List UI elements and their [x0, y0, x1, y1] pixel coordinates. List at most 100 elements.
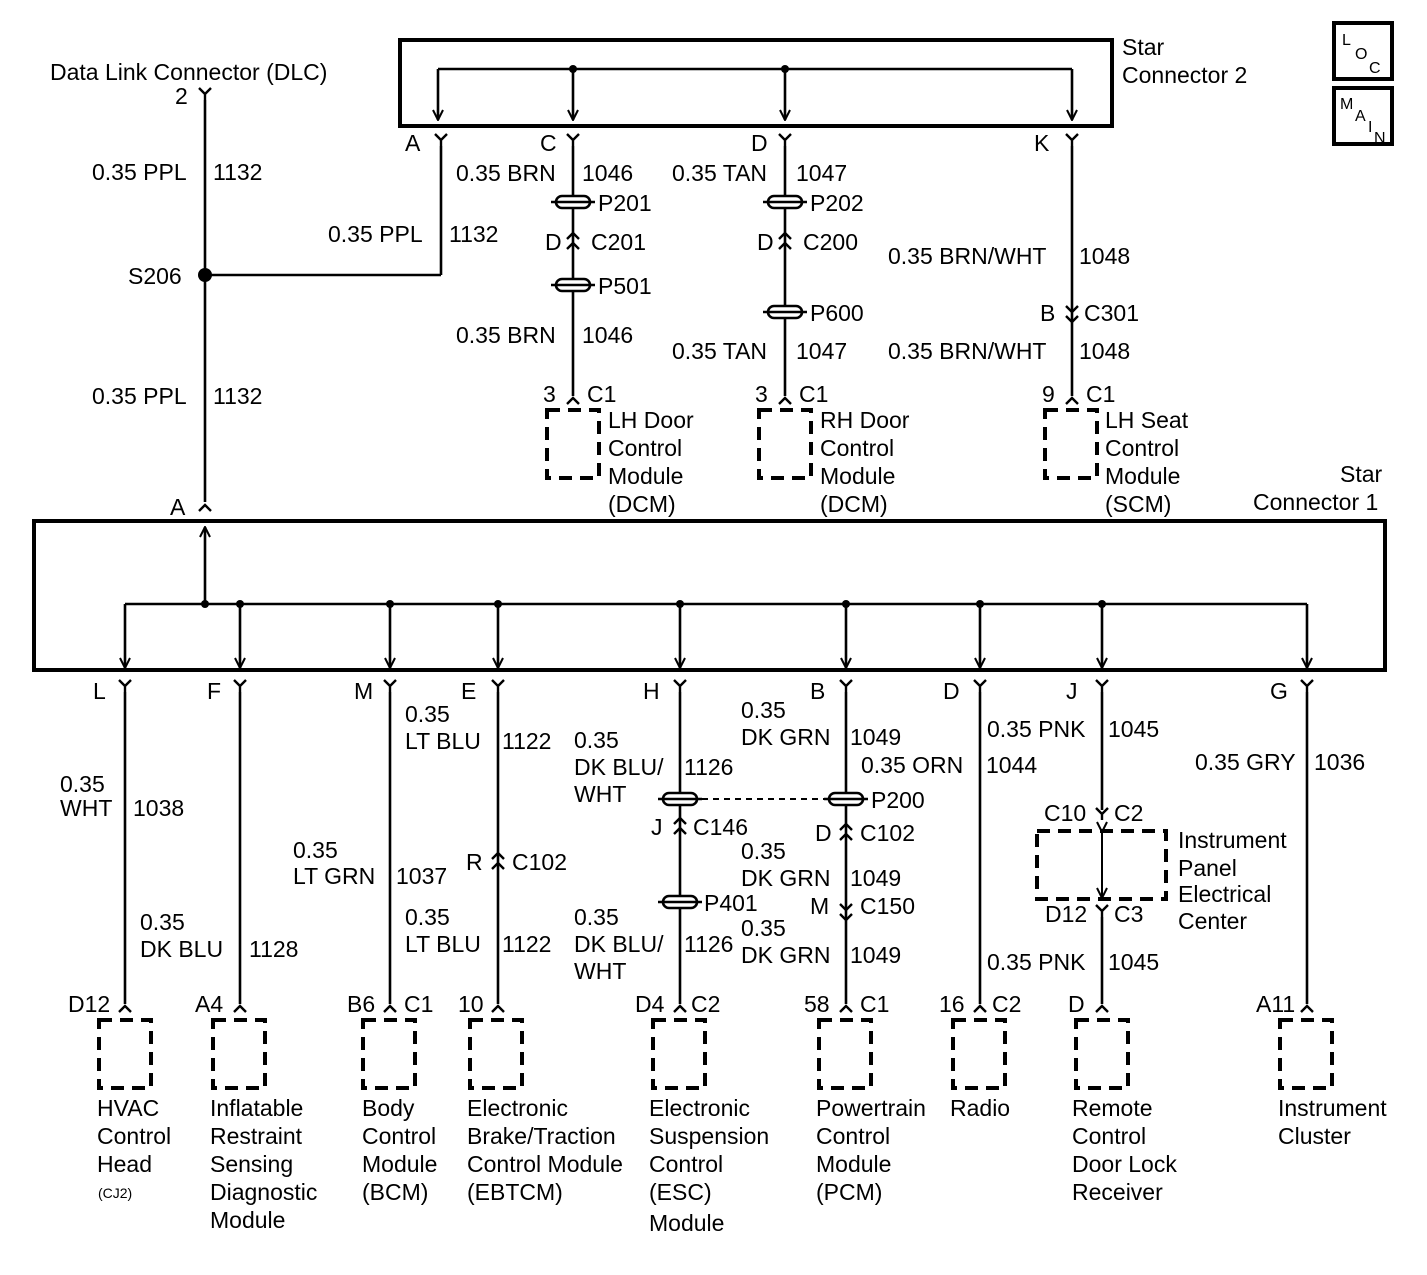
pin-a-circuit: 1132: [449, 221, 498, 247]
dlc-name: Data Link Connector (DLC): [50, 59, 327, 85]
pcm-conn: C1: [860, 991, 889, 1017]
m-wire-gauge: 0.35: [293, 837, 338, 863]
lh-seat-module-box: [1043, 408, 1099, 480]
ebtcm-line2: Brake/Traction: [467, 1123, 616, 1149]
p501-shield: [549, 277, 597, 293]
star1-pin-d-circuit: D 16 C2 Radio: [939, 678, 1021, 1121]
star1-pin-j-circuit: J 0.35 PNK 1045 C10 C2 Instrument Panel …: [987, 678, 1287, 1205]
lh-door-module-box: [545, 408, 601, 480]
star2-pin-d: D: [751, 130, 768, 156]
pcm-line4: (PCM): [816, 1179, 882, 1205]
b-wire2-gauge: 0.35: [741, 838, 786, 864]
rhdcm-pin: 3: [755, 381, 768, 407]
lhdcm-conn: C1: [587, 381, 616, 407]
m-wire-color: LT GRN: [293, 863, 375, 889]
data-link-connector: Data Link Connector (DLC) 2 S206 0.35 PP…: [50, 59, 441, 520]
esc-pin: D4: [635, 991, 665, 1017]
rcdlr-module-box: [1074, 1018, 1130, 1090]
esc-line5: Module: [649, 1210, 724, 1236]
h-circuit1: 1126: [684, 754, 733, 780]
c102-d-pin: D: [815, 820, 832, 846]
lhdcm-line4: (DCM): [608, 491, 676, 517]
star1-label-1: Star: [1340, 461, 1383, 487]
e-circuit1: 1122: [502, 728, 551, 754]
hvac-note: (CJ2): [98, 1185, 132, 1201]
loc-c: C: [1369, 60, 1381, 77]
star2-pin-c-circuit: C 0.35 BRN 1046 P201 D C201 P501 0.35 BR…: [456, 130, 694, 517]
sdm-line3: Sensing: [210, 1151, 293, 1177]
d-circuit2: 1047: [796, 338, 847, 364]
m-pin: M: [354, 678, 373, 704]
f-wire-color: DK BLU: [140, 936, 223, 962]
sdm-line5: Module: [210, 1207, 285, 1233]
sdm-line1: Inflatable: [210, 1095, 303, 1121]
h-wire2-color2: WHT: [574, 958, 626, 984]
l-pin: L: [93, 678, 106, 704]
h-wire2-gauge: 0.35: [574, 904, 619, 930]
hvac-pin: D12: [68, 991, 110, 1017]
pcm-line1: Powertrain: [816, 1095, 926, 1121]
g-wire: 0.35 GRY: [1195, 749, 1296, 775]
bcm-line2: Control: [362, 1123, 436, 1149]
star1-pin-e-circuit: E 0.35 LT BLU 1122 R C102 0.35 LT BLU 11…: [405, 678, 623, 1205]
esc-conn: C2: [691, 991, 720, 1017]
h-wire2-color: DK BLU/: [574, 931, 664, 957]
h-wire1-color2: WHT: [574, 781, 626, 807]
scm-line1: LH Seat: [1105, 407, 1189, 433]
pcm-pin: 58: [804, 991, 830, 1017]
c-circuit2: 1046: [582, 322, 633, 348]
f-wire-gauge: 0.35: [140, 909, 185, 935]
c146-label: C146: [693, 814, 748, 840]
star1-pin-m-circuit: M 0.35 LT GRN 1037 B6 C1 Body Control Mo…: [293, 678, 447, 1205]
star1-pin-h-circuit: H 0.35 DK BLU/ WHT 1126 J C146 P401 0.35…: [574, 678, 825, 1236]
c301-pin: B: [1040, 300, 1055, 326]
bcm-conn: C1: [404, 991, 433, 1017]
j-wire2: 0.35 PNK: [987, 949, 1086, 975]
star2-pin-c: C: [540, 130, 557, 156]
cluster-module-box: [1278, 1018, 1334, 1090]
c102-r-pin: R: [466, 849, 483, 875]
rhdcm-line3: Module: [820, 463, 895, 489]
star1-pin-b-circuit: B 0.35 DK GRN 1049 0.35 ORN 1044 P200 D …: [741, 678, 1037, 1205]
j-circuit2: 1045: [1108, 949, 1159, 975]
ipec-in-conn: C2: [1114, 800, 1143, 826]
main-i: I: [1368, 119, 1372, 136]
esc-line3: Control: [649, 1151, 723, 1177]
star1-pin-f-circuit: F 0.35 DK BLU 1128 A4 Inflatable Restrai…: [140, 678, 317, 1233]
sdm-pin: A4: [195, 991, 223, 1017]
scm-line4: (SCM): [1105, 491, 1171, 517]
l-circuit: 1038: [133, 795, 184, 821]
k-circuit1: 1048: [1079, 243, 1130, 269]
c-wire1: 0.35 BRN: [456, 160, 556, 186]
f-pin: F: [207, 678, 221, 704]
d-circuit1: 1047: [796, 160, 847, 186]
c201-label: C201: [591, 229, 646, 255]
star2-pin-k: K: [1034, 130, 1050, 156]
p202-shield: [761, 194, 809, 210]
e-wire2-gauge: 0.35: [405, 904, 450, 930]
l-wire-color: WHT: [60, 795, 112, 821]
rcdlr-pin: D: [1068, 991, 1085, 1017]
loc-o: O: [1355, 46, 1367, 63]
p600-label: P600: [810, 300, 864, 326]
radio-module-box: [951, 1018, 1007, 1090]
scm-line3: Module: [1105, 463, 1180, 489]
rhdcm-line4: (DCM): [820, 491, 888, 517]
c146-pin: J: [651, 814, 663, 840]
scm-pin: 9: [1042, 381, 1055, 407]
b-wire3-gauge: 0.35: [741, 915, 786, 941]
ipec-in-pin: C10: [1044, 800, 1086, 826]
pin-a-wire: 0.35 PPL: [328, 221, 423, 247]
rcdlr-line4: Receiver: [1072, 1179, 1163, 1205]
b-wire1-color: DK GRN: [741, 724, 830, 750]
ipec-line2: Panel: [1178, 855, 1237, 881]
b-wire3-color: DK GRN: [741, 942, 830, 968]
star2-pin-a: A: [405, 130, 421, 156]
p200-shield: [822, 791, 870, 807]
c201-pin: D: [545, 229, 562, 255]
p200-label: P200: [871, 787, 925, 813]
orn-circuit: 1044: [986, 752, 1037, 778]
h-wire1-gauge: 0.35: [574, 727, 619, 753]
h-wire1-color: DK BLU/: [574, 754, 664, 780]
p401-shield: [656, 894, 704, 910]
